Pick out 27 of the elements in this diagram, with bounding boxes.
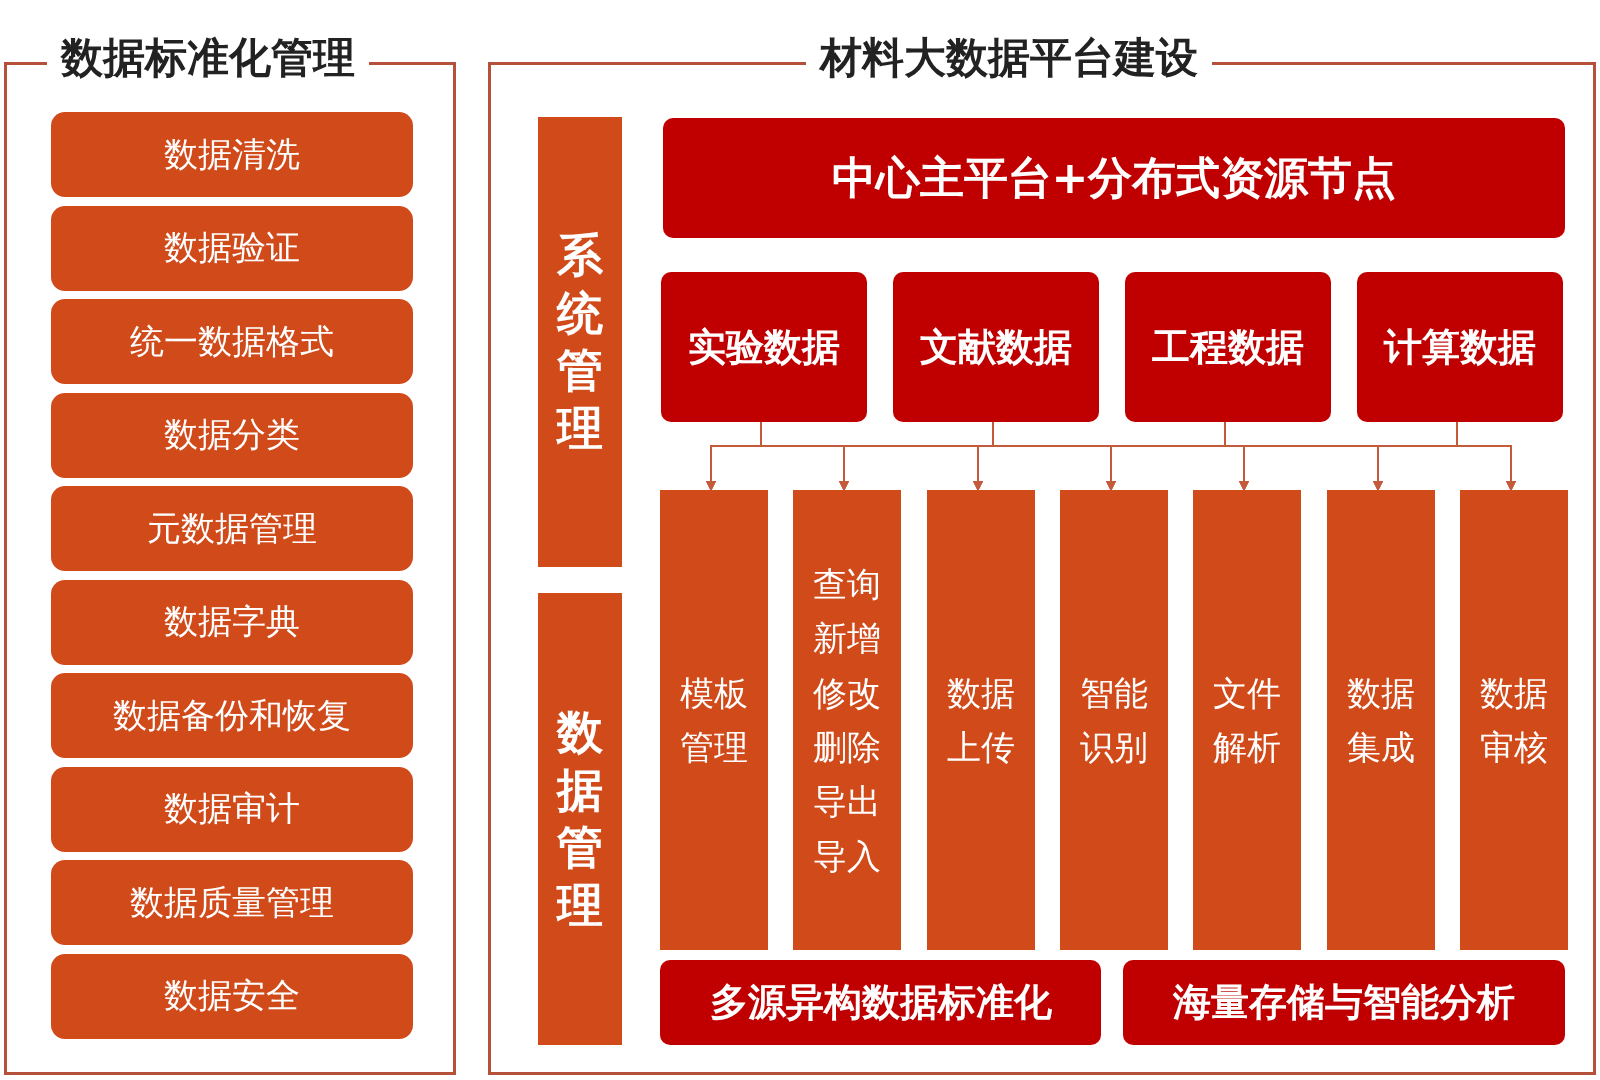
connector-arrow <box>1456 421 1516 491</box>
process-box: 数据审计 <box>51 766 413 852</box>
function-column: 数据审核 <box>1460 490 1568 950</box>
side-bar: 数据管理 <box>538 593 622 1045</box>
function-column: 数据上传 <box>927 490 1035 950</box>
function-column: 数据集成 <box>1327 490 1435 950</box>
process-box: 统一数据格式 <box>51 299 413 384</box>
data-category-box: 文献数据 <box>893 272 1099 422</box>
process-box: 数据字典 <box>51 579 413 665</box>
footer-banner: 多源异构数据标准化 <box>660 960 1101 1045</box>
process-box: 数据备份和恢复 <box>51 673 413 758</box>
data-category-box: 实验数据 <box>661 272 867 422</box>
side-bar: 系统管理 <box>538 117 622 567</box>
process-box: 数据质量管理 <box>51 860 413 945</box>
function-column: 模板管理 <box>660 490 768 950</box>
process-box: 数据清洗 <box>51 112 413 197</box>
process-box: 元数据管理 <box>51 486 413 571</box>
process-box: 数据分类 <box>51 392 413 478</box>
data-category-box: 工程数据 <box>1125 272 1331 422</box>
process-box: 数据安全 <box>51 953 413 1039</box>
function-column: 查询新增修改删除导出导入 <box>793 490 901 950</box>
data-category-box: 计算数据 <box>1357 272 1563 422</box>
function-column: 智能识别 <box>1060 490 1168 950</box>
platform-banner: 中心主平台+分布式资源节点 <box>663 118 1565 238</box>
function-column: 文件解析 <box>1193 490 1301 950</box>
footer-banner: 海量存储与智能分析 <box>1123 960 1565 1045</box>
process-box: 数据验证 <box>51 205 413 291</box>
